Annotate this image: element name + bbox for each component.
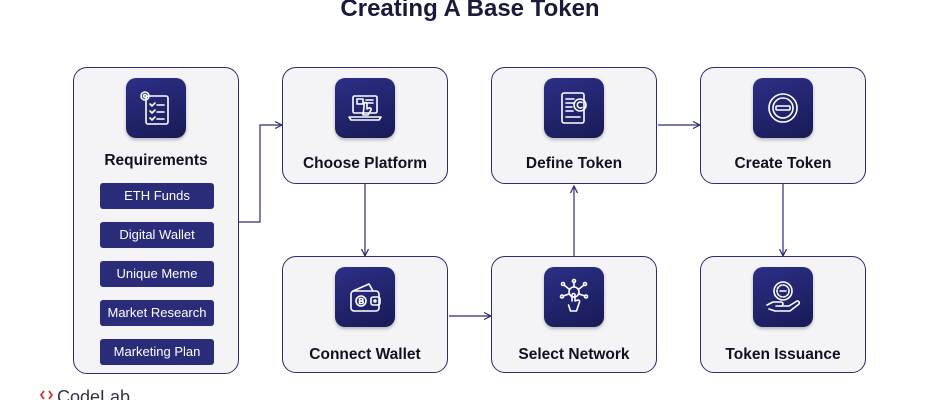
document-coin-icon (544, 78, 604, 138)
code-bracket-icon (40, 390, 53, 400)
select-network-label: Select Network (518, 346, 630, 363)
token-issuance-label: Token Issuance (725, 346, 841, 363)
requirement-item: ETH Funds (100, 183, 214, 209)
checklist-gear-icon (126, 78, 186, 138)
requirement-item: Unique Meme (100, 261, 214, 287)
choose-platform-card: Choose Platform (282, 67, 448, 184)
requirement-item: Market Research (100, 300, 214, 326)
define-token-label: Define Token (525, 155, 623, 172)
define-token-card: Define Token (491, 67, 657, 184)
choose-platform-label: Choose Platform (302, 155, 427, 172)
arrow-requirements-to-platform (239, 125, 282, 223)
requirements-label: Requirements (104, 152, 208, 169)
hand-coin-icon (753, 267, 813, 327)
connect-wallet-label: Connect Wallet (309, 346, 421, 363)
network-hand-icon (544, 267, 604, 327)
requirements-card: Requirements ETH Funds Digital Wallet Un… (73, 67, 239, 374)
brand-logo-text: CodeLab (57, 387, 131, 400)
bitcoin-wallet-icon (335, 267, 395, 327)
diagram-title: Creating A Base Token (340, 0, 600, 22)
requirement-item: Marketing Plan (100, 339, 214, 365)
select-network-card: Select Network (491, 256, 657, 373)
laptop-hand-icon (335, 78, 395, 138)
token-issuance-card: Token Issuance (700, 256, 866, 373)
connect-wallet-card: Connect Wallet (282, 256, 448, 373)
requirement-item: Digital Wallet (100, 222, 214, 248)
token-icon (753, 78, 813, 138)
create-token-card: Create Token (700, 67, 866, 184)
create-token-label: Create Token (734, 155, 832, 172)
brand-logo: CodeLab (40, 388, 130, 400)
